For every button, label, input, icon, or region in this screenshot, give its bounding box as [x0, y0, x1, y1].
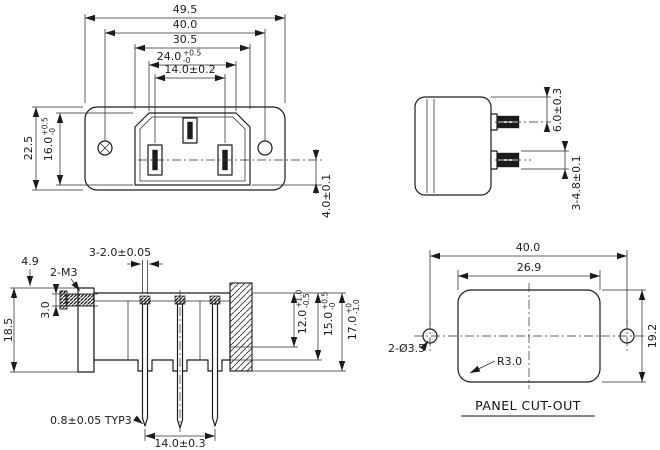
leader-panel-radius: [469, 360, 496, 374]
leader-screws: [70, 278, 81, 292]
socket-recess-inner: [139, 116, 246, 182]
ext-lines-40-panel: [429, 250, 628, 326]
mounting-hole-left-cross: [100, 143, 110, 153]
ext-lines-19-2: [602, 289, 646, 383]
solder-pin-right: [211, 303, 219, 427]
ext-lines-22-5: [32, 106, 83, 191]
ext-lines-3-0: [52, 293, 98, 307]
ext-lines-4-8: [521, 150, 569, 170]
dim-section-depth-overall-tol-minus: -1.0: [352, 299, 361, 314]
earth-pin-slot: [187, 121, 193, 140]
section-view: 3-2.0±0.05 2-M3 4.9 18.5 3.0 12.0 +1.0: [2, 246, 361, 450]
dim-section-screw: 3.0: [39, 301, 52, 319]
front-view-dimensions: 49.5 40.0 30.5 24.0 +0.5 -0 14.0±0.2 22.…: [22, 3, 333, 218]
dim-panel-hole-spacing-label: 40.0: [516, 241, 541, 254]
front-view-outline: [84, 106, 322, 191]
dim-panel-width-label: 26.9: [517, 261, 542, 274]
dim-section-depth-inner-label: 12.0: [296, 310, 309, 335]
contact-left: [139, 295, 151, 305]
dim-front-hole-spacing-label: 40.0: [173, 18, 198, 31]
ext-lines-16: [56, 112, 133, 186]
ext-lines-49-5: [84, 14, 286, 103]
dim-front-pin-offset: 4.0±0.1: [320, 174, 333, 218]
leader-pin-tip: [133, 415, 144, 425]
dim-section-depth-mid: 15.0 +0.5 -0: [321, 292, 338, 337]
side-view-outline: [414, 96, 551, 196]
dim-section-depth-overall: 17.0 +0 -1.0: [345, 299, 362, 340]
dim-side-terminals: 3-4.8±0.1: [570, 155, 583, 210]
ext-lines-30-5: [134, 44, 251, 109]
dim-front-pin-spacing-label: 14.0±0.2: [164, 63, 215, 76]
ext-lines-40: [104, 29, 266, 141]
dim-front-overall-height: 22.5: [22, 136, 35, 161]
dim-front-body-width-label: 30.5: [173, 33, 198, 46]
mounting-hole-right: [257, 140, 273, 156]
label-panel-radius: R3.0: [497, 355, 522, 368]
side-view: 6.0±0.3 3-4.8±0.1: [414, 87, 583, 211]
solder-pin-left: [141, 303, 149, 427]
dim-section-depth-overall-label: 17.0: [346, 316, 359, 341]
side-body-internal-lines: [426, 99, 435, 193]
dim-section-screw-label: 3.0: [39, 301, 52, 319]
panel-cutout-dimensions: 40.0 26.9 19.2 2-Ø3.5 R3.0 PANEL CUT-OUT: [388, 241, 659, 417]
ext-lines-24: [148, 61, 237, 111]
dim-section-height-label: 18.5: [2, 318, 15, 343]
front-view: 49.5 40.0 30.5 24.0 +0.5 -0 14.0±0.2 22.…: [22, 3, 333, 218]
screw-m3: [65, 293, 99, 307]
dim-front-opening-width-tol-minus: -0: [183, 56, 191, 65]
side-view-dimensions: 6.0±0.3 3-4.8±0.1: [491, 87, 583, 211]
dim-section-depth-inner: 12.0 +1.0 -0.5: [295, 290, 312, 335]
ext-lines-depths: [230, 292, 346, 372]
dim-section-depth-mid-tol-minus: -0: [328, 302, 337, 310]
panel-cutout-view: 40.0 26.9 19.2 2-Ø3.5 R3.0 PANEL CUT-OUT: [388, 241, 659, 417]
panel-cutout-caption: PANEL CUT-OUT: [475, 398, 581, 413]
section-view-outline: [59, 282, 253, 432]
dim-side-pin-position-label: 6.0±0.3: [551, 88, 564, 132]
dim-section-depth-mid-tol-plus: +0.5: [321, 292, 330, 310]
dim-section-depth-inner-tol-plus: +1.0: [295, 290, 304, 308]
dim-section-height: 18.5: [2, 318, 15, 343]
panel-cutout-outline: [414, 283, 646, 389]
label-panel-holes: 2-Ø3.5: [388, 342, 425, 355]
section-body: [93, 292, 231, 372]
dim-section-pin-thickness-label: 3-2.0±0.05: [89, 246, 151, 259]
section-view-dimensions: 3-2.0±0.05 2-M3 4.9 18.5 3.0 12.0 +1.0: [2, 246, 361, 450]
contact-right: [209, 295, 221, 305]
dim-front-opening-height: 16.0 +0.5 -0: [41, 117, 58, 161]
dim-front-opening-height-tol-plus: +0.5: [41, 117, 50, 135]
dim-front-opening-width-tol-plus: +0.5: [183, 49, 201, 58]
ext-lines-18-5: [10, 287, 78, 373]
dim-section-pin-tip-label: 0.8±0.05 TYP3: [50, 414, 132, 427]
ext-lines-2-0: [142, 260, 148, 294]
leader-panel-holes: [419, 340, 429, 352]
dim-section-depth-inner-tol-minus: -0.5: [302, 293, 311, 308]
dim-front-opening-height-tol-minus: -0: [48, 128, 57, 136]
dim-panel-height: 19.2: [646, 324, 659, 349]
side-body-outline: [414, 96, 492, 196]
dim-front-opening-width-label: 24.0: [157, 50, 182, 63]
dim-section-depth-overall-tol-plus: +0: [345, 303, 354, 314]
dim-panel-height-label: 19.2: [646, 324, 659, 349]
ext-lines-14: [154, 74, 226, 143]
dim-section-flange-label: 4.9: [21, 255, 39, 268]
dim-section-depth-mid-label: 15.0: [322, 312, 335, 337]
dim-section-pin-row-label: 14.0±0.3: [154, 437, 205, 450]
dim-side-pin-position: 6.0±0.3: [551, 88, 564, 132]
section-body-internal-lines: [94, 300, 230, 360]
label-screws: 2-M3: [50, 266, 77, 279]
dim-front-overall-width-label: 49.5: [173, 3, 198, 16]
section-hatched-block: [229, 282, 253, 372]
dim-front-pin-offset-label: 4.0±0.1: [320, 174, 333, 218]
dim-front-opening-height-label: 16.0: [42, 137, 55, 162]
dim-front-overall-height-label: 22.5: [22, 136, 35, 161]
dim-side-terminals-label: 3-4.8±0.1: [570, 155, 583, 210]
